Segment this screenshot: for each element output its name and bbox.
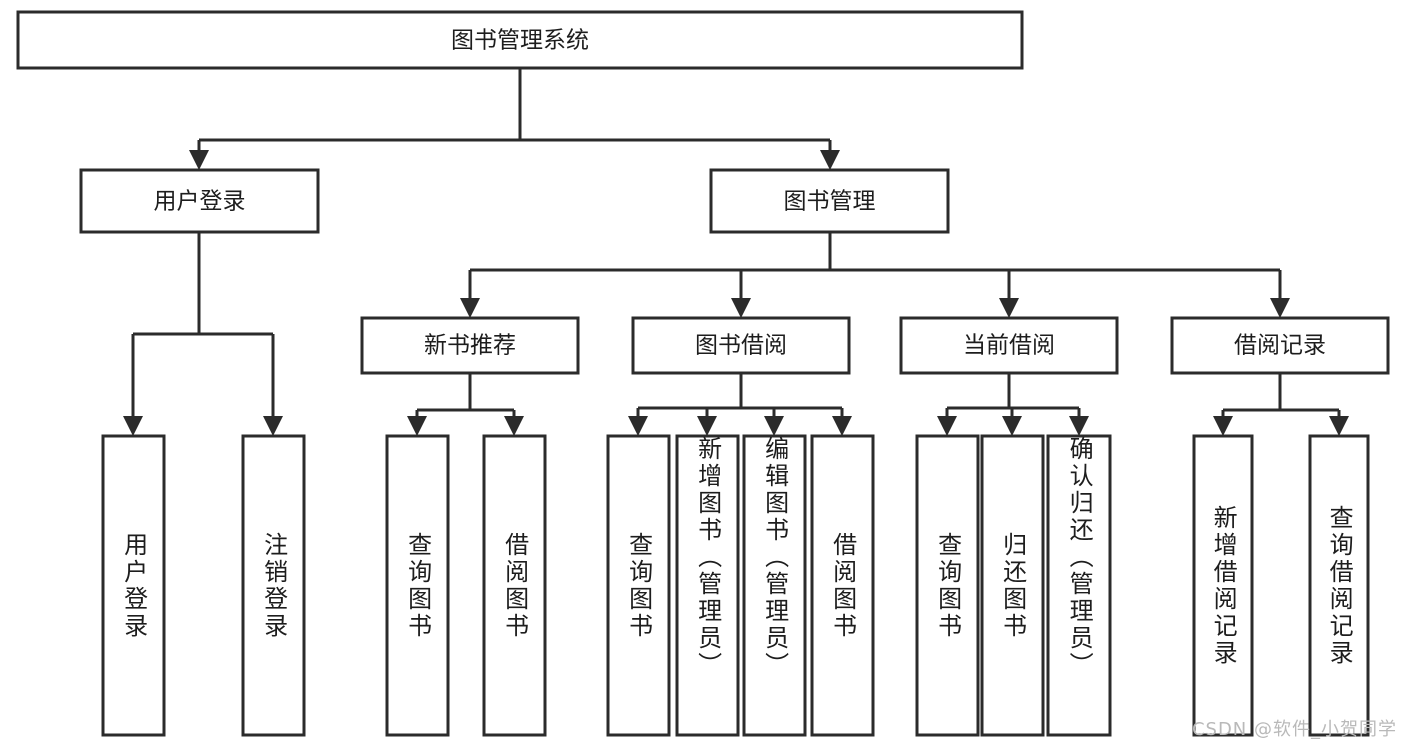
arrow-head-borrow-c1 <box>628 416 648 436</box>
arrow-head-borrow-c3 <box>764 416 784 436</box>
connector-group-borrow <box>628 373 852 436</box>
arrow-head-bookmgmt-c2 <box>731 298 751 318</box>
leaf-box-add-borrow-record[interactable] <box>1192 434 1254 737</box>
node-root-box[interactable] <box>16 10 1024 70</box>
arrow-head-login-c2 <box>263 416 283 436</box>
node-book-borrow-label: 图书借阅 <box>695 333 787 359</box>
node-borrow-records[interactable]: 借阅记录 <box>1170 316 1390 375</box>
node-book-management[interactable]: 图书管理 <box>709 168 950 234</box>
leaf-box-query-borrow-record[interactable] <box>1308 434 1370 737</box>
leaf-box-borrow-book[interactable] <box>810 434 875 737</box>
node-book-management-label: 图书管理 <box>784 189 876 215</box>
arrow-head-to-login <box>189 150 209 170</box>
node-book-borrow[interactable]: 图书借阅 <box>631 316 851 375</box>
connector-group-root <box>189 68 840 170</box>
arrow-head-current-c1 <box>937 416 957 436</box>
node-book-management-box[interactable] <box>709 168 950 234</box>
node-root[interactable]: 图书管理系统 <box>16 10 1024 70</box>
node-current-borrow-box[interactable] <box>899 316 1119 375</box>
leaf-box-query-book-borrow[interactable] <box>606 434 671 737</box>
arrow-head-login-c1 <box>123 416 143 436</box>
connector-group-newbooks <box>407 373 524 436</box>
leaf-box-return-book[interactable] <box>980 434 1045 737</box>
connector-group-bookmgmt <box>460 232 1290 318</box>
arrow-head-newbooks-c1 <box>407 416 427 436</box>
connector-group-login <box>123 232 283 436</box>
arrow-head-records-c2 <box>1329 416 1349 436</box>
node-user-login[interactable]: 用户登录 <box>79 168 320 234</box>
node-current-borrow[interactable]: 当前借阅 <box>899 316 1119 375</box>
node-user-login-box[interactable] <box>79 168 320 234</box>
arrow-head-bookmgmt-c3 <box>999 298 1019 318</box>
node-user-login-label: 用户登录 <box>154 189 246 215</box>
connector-group-current <box>937 373 1089 436</box>
arrow-head-bookmgmt-c1 <box>460 298 480 318</box>
leaf-box-borrow-book-new[interactable] <box>482 434 547 737</box>
watermark-text: CSDN @软件_小贺同学 <box>1191 719 1397 740</box>
leaf-box-add-book-admin[interactable] <box>675 434 740 737</box>
leaf-box-logout[interactable] <box>241 434 306 737</box>
node-root-label: 图书管理系统 <box>451 28 589 54</box>
node-new-book-recommend[interactable]: 新书推荐 <box>360 316 580 375</box>
arrow-head-borrow-c2 <box>697 416 717 436</box>
leaf-box-confirm-return-admin[interactable] <box>1046 434 1112 737</box>
leaf-box-edit-book-admin[interactable] <box>742 434 807 737</box>
node-new-book-recommend-box[interactable] <box>360 316 580 375</box>
arrow-head-borrow-c4 <box>832 416 852 436</box>
arrow-head-current-c2 <box>1002 416 1022 436</box>
arrow-head-to-bookmgmt <box>820 150 840 170</box>
node-new-book-recommend-label: 新书推荐 <box>424 333 516 359</box>
leaf-box-query-book-current[interactable] <box>915 434 980 737</box>
leaf-box-group <box>101 434 1370 737</box>
leaf-box-query-book-new[interactable] <box>385 434 450 737</box>
node-current-borrow-label: 当前借阅 <box>963 333 1055 359</box>
node-book-borrow-box[interactable] <box>631 316 851 375</box>
node-borrow-records-box[interactable] <box>1170 316 1390 375</box>
connector-group-records <box>1213 373 1349 436</box>
node-borrow-records-label: 借阅记录 <box>1234 333 1326 359</box>
arrow-head-records-c1 <box>1213 416 1233 436</box>
arrow-head-newbooks-c2 <box>504 416 524 436</box>
arrow-head-bookmgmt-c4 <box>1270 298 1290 318</box>
arrow-head-current-c3 <box>1069 416 1089 436</box>
leaf-box-user-login[interactable] <box>101 434 166 737</box>
